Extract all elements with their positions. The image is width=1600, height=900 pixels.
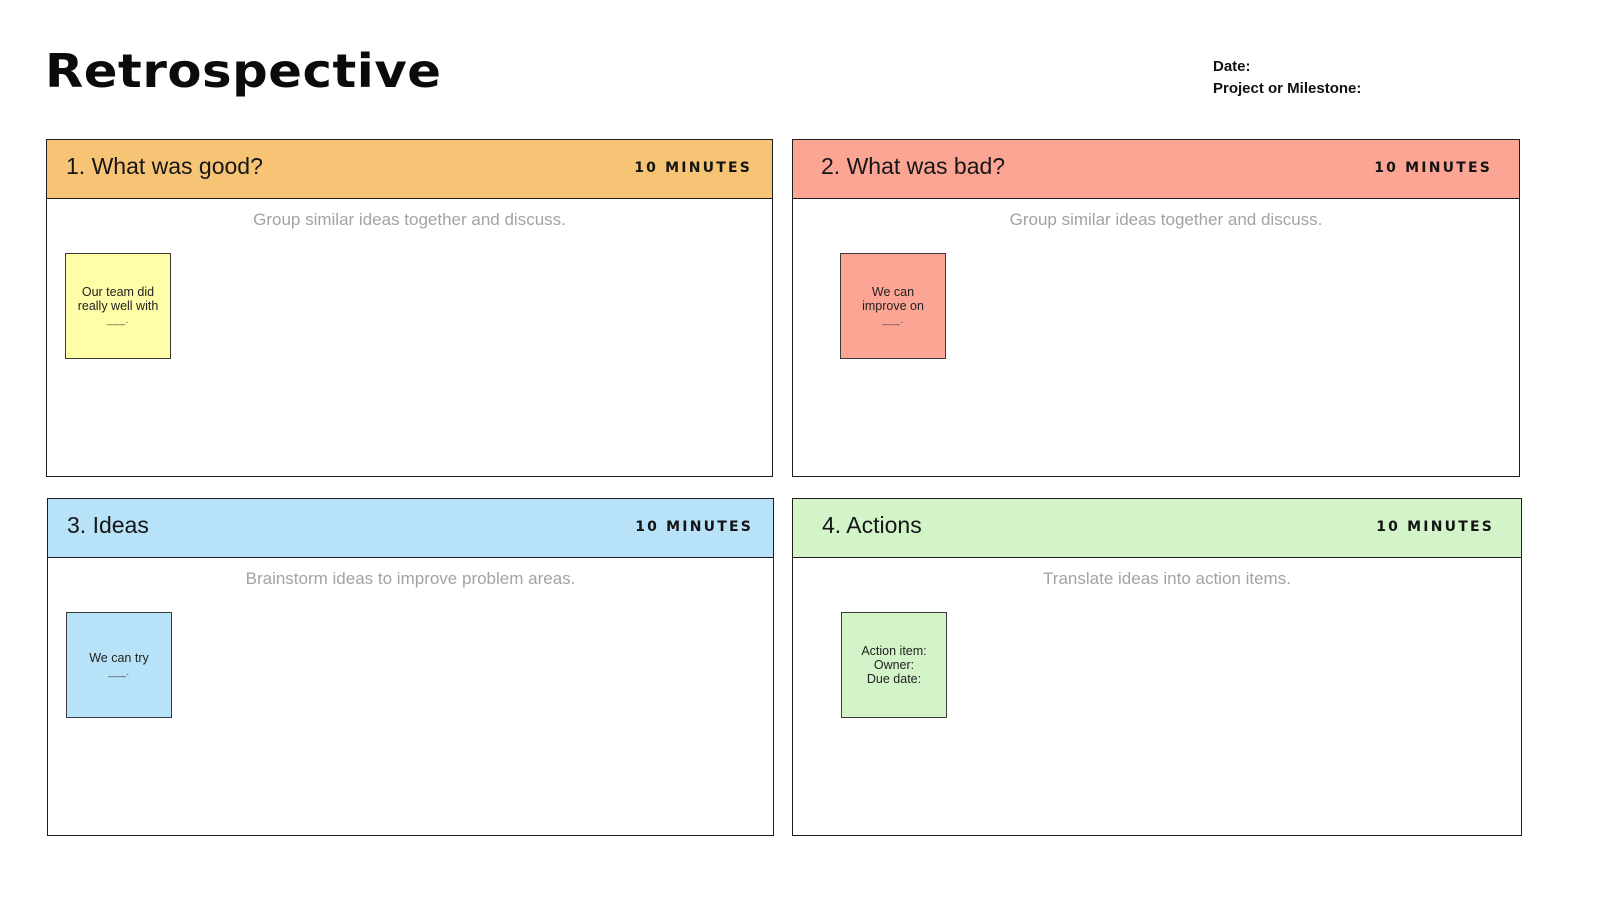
- time-badge: 10 MINUTES: [1376, 519, 1494, 535]
- time-badge: 10 MINUTES: [635, 519, 753, 535]
- date-label[interactable]: Date:: [1213, 58, 1251, 75]
- sticky-note-ideas[interactable]: We can try ___.: [66, 612, 172, 718]
- panel-title: 2. What was bad?: [821, 153, 1006, 179]
- project-label[interactable]: Project or Milestone:: [1213, 80, 1362, 97]
- sticky-text: We can: [871, 284, 915, 299]
- sticky-text: Action item:: [861, 644, 927, 658]
- panel-header-bad: 2. What was bad? 10 MINUTES: [793, 140, 1519, 199]
- sticky-text: really well with: [77, 298, 159, 313]
- panel-ideas: 3. Ideas 10 MINUTES Brainstorm ideas to …: [47, 498, 774, 836]
- sticky-note-bad[interactable]: We can improve on ___.: [840, 253, 946, 359]
- time-badge: 10 MINUTES: [1374, 160, 1492, 176]
- sticky-blank: ___.: [107, 314, 129, 326]
- panel-hint: Translate ideas into action items.: [1043, 569, 1291, 588]
- panel-header-ideas: 3. Ideas 10 MINUTES: [48, 499, 773, 558]
- panel-header-actions: 4. Actions 10 MINUTES: [793, 499, 1521, 558]
- panel-what-was-good: 1. What was good? 10 MINUTES Group simil…: [46, 139, 773, 477]
- panel-header-good: 1. What was good? 10 MINUTES: [47, 140, 772, 199]
- time-badge: 10 MINUTES: [634, 160, 752, 176]
- panel-hint: Group similar ideas together and discuss…: [253, 210, 566, 229]
- panel-actions: 4. Actions 10 MINUTES Translate ideas in…: [792, 498, 1522, 836]
- panel-hint: Brainstorm ideas to improve problem area…: [245, 569, 576, 588]
- sticky-text: We can try: [89, 650, 149, 665]
- sticky-blank: ___.: [108, 666, 130, 678]
- sticky-text: Due date:: [866, 672, 922, 686]
- sticky-note-good[interactable]: Our team did really well with ___.: [65, 253, 171, 359]
- meta-block: Date: Project or Milestone:: [1213, 56, 1361, 100]
- page-title: Retrospective: [45, 44, 442, 98]
- panel-hint: Group similar ideas together and discuss…: [1009, 210, 1323, 229]
- sticky-blank: ___.: [882, 314, 904, 326]
- panel-what-was-bad: 2. What was bad? 10 MINUTES Group simila…: [792, 139, 1520, 477]
- sticky-text: Our team did: [81, 284, 155, 299]
- sticky-note-actions[interactable]: Action item: Owner: Due date:: [841, 612, 947, 718]
- panel-title: 3. Ideas: [67, 512, 149, 538]
- sticky-text: Owner:: [873, 658, 915, 672]
- panel-title: 1. What was good?: [66, 153, 263, 179]
- panel-title: 4. Actions: [822, 512, 922, 538]
- sticky-text: improve on: [862, 298, 924, 313]
